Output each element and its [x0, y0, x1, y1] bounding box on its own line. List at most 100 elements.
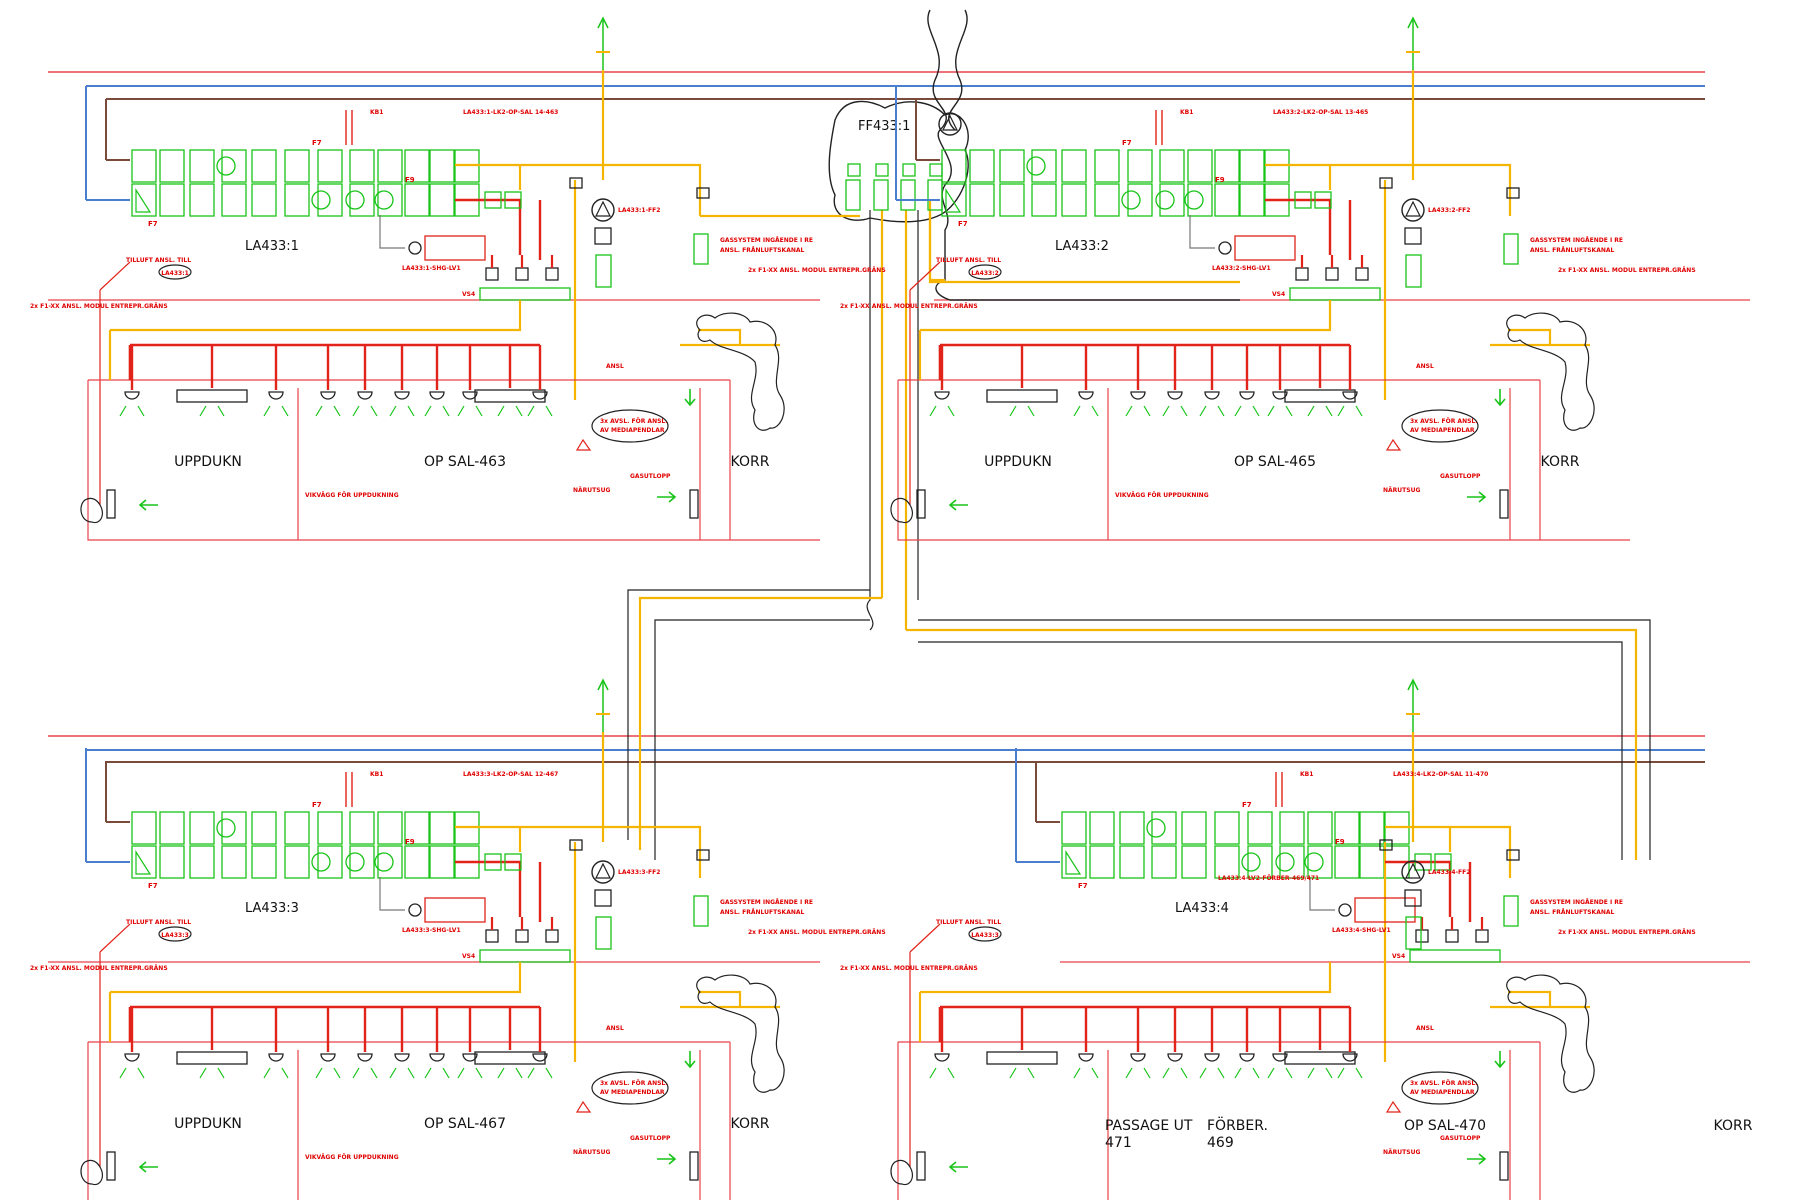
ahu-section [999, 149, 1025, 183]
diffuser-icon [320, 391, 336, 400]
ref-bubble [968, 926, 1002, 942]
fan-icon [1184, 190, 1204, 210]
airflow-arrow-icon [948, 499, 968, 511]
diffuser-airflow-icon [389, 405, 415, 417]
diffuser-airflow-icon [1199, 405, 1225, 417]
diffuser-icon [357, 1053, 373, 1062]
supply-main [1265, 198, 1332, 255]
mediapendel-note-bound: AV MEDIAPENDLAR [1410, 1089, 1475, 1096]
filter-icon [135, 849, 152, 875]
room-walls [87, 379, 820, 541]
ahu-section [1334, 811, 1360, 845]
ahu-section [429, 149, 455, 183]
diffuser-icon [1167, 391, 1183, 400]
gasutlopp-label: GASUTLOPP [1440, 1135, 1481, 1142]
airflow-arrow-icon [684, 1051, 696, 1069]
ahu-section [1214, 183, 1240, 217]
diffuser-icon [1239, 1053, 1255, 1062]
sensor-box [1404, 227, 1422, 245]
drain-cloud [890, 1159, 914, 1186]
diffuser-airflow-icon [929, 405, 955, 417]
room-label: OP SAL-463 [424, 454, 506, 470]
tilluft-note: TILLUFT ANSL. TILL [936, 919, 1001, 926]
airflow-arrow-icon [138, 499, 158, 511]
ahu-section [1187, 183, 1213, 217]
airflow-arrow-icon [1494, 1051, 1506, 1069]
kb-label: KB1 [370, 109, 383, 116]
ahu-section [159, 149, 185, 183]
ahu-section [1151, 811, 1177, 845]
ahu-section [349, 811, 375, 845]
diffuser-icon [320, 1053, 336, 1062]
diffuser-airflow-icon [1307, 1067, 1333, 1079]
gasutlopp-label: GASUTLOPP [630, 1135, 671, 1142]
diffuser-icon [1130, 1053, 1146, 1062]
ahu-section [221, 845, 247, 879]
gas-note-bound: ANSL. FRÅNLUFTSKANAL [1530, 909, 1615, 916]
ahu-section [1279, 811, 1305, 845]
airflow-arrow-icon [1467, 1153, 1487, 1165]
tilluft-ref: LA433:3 [161, 932, 189, 939]
ahu-section [284, 149, 310, 183]
pressure-fan-icon [591, 860, 615, 884]
vav-box [485, 267, 499, 281]
room-label: UPPDUKN [174, 1116, 242, 1132]
room-label: KORR [731, 1116, 770, 1132]
central-fan-label: FF433:1 [858, 119, 910, 134]
ahu-component-row [941, 149, 1290, 217]
ahu-section [1334, 845, 1360, 879]
diffuser-airflow-icon [1307, 405, 1333, 417]
gas-note-bound: ANSL. FRÅNLUFTSKANAL [1530, 247, 1615, 254]
vav-manifold [479, 949, 571, 963]
room-label: OP SAL-465 [1234, 454, 1316, 470]
korr-cloud [696, 974, 785, 1093]
sensor-green-box [1405, 254, 1422, 288]
diffuser-airflow-icon [389, 1067, 415, 1079]
fan-icon [1275, 852, 1295, 872]
diffuser-airflow-icon [315, 1067, 341, 1079]
extract-duct [455, 163, 702, 216]
yellow-dist [108, 962, 522, 1042]
control-line [379, 877, 405, 911]
ahu-section [377, 149, 403, 183]
korr-cloud [696, 312, 785, 431]
ahu-section [1061, 811, 1087, 845]
ahu-section [159, 845, 185, 879]
tilluft-note: TILLUFT ANSL. TILL [126, 257, 191, 264]
room-walls [897, 1041, 1541, 1200]
ahu-section [317, 149, 343, 183]
diffuser-icon [1130, 391, 1146, 400]
damper-box [569, 177, 583, 189]
damper-box [1506, 849, 1520, 861]
left-note: 2x F1-XX ANSL. MODUL ENTREPR.GRÄNS [840, 965, 978, 972]
fx-note: 2x F1-XX ANSL. MODUL ENTREPR.GRÄNS [1558, 267, 1696, 274]
ahu-section [251, 845, 277, 879]
airflow-arrow-icon [684, 389, 696, 407]
ahu-section [1239, 149, 1265, 183]
vav-box [1325, 267, 1339, 281]
f7-label: F7 [312, 139, 322, 147]
drain-cloud [890, 497, 914, 524]
fan-icon [216, 818, 236, 838]
diffuser-airflow-icon [263, 405, 289, 417]
ahu-section [429, 811, 455, 845]
coil-box [1414, 853, 1432, 871]
ahu-section [1119, 845, 1145, 879]
fan-icon [345, 852, 365, 872]
room-label: PASSAGE UT [1105, 1118, 1193, 1134]
shg-tag: LA433:4-SHG-LV1 [1332, 927, 1391, 934]
airflow-arrow-icon [138, 1161, 158, 1173]
ahu-section [969, 183, 995, 217]
diffuser-airflow-icon [119, 1067, 145, 1079]
ahu-section [941, 183, 967, 217]
ahu-section [317, 845, 343, 879]
f7-label: F7 [1122, 139, 1132, 147]
diffuser-airflow-icon [1234, 405, 1260, 417]
diffuser-airflow-icon [315, 405, 341, 417]
room-label: UPPDUKN [984, 454, 1052, 470]
vav-box [1415, 929, 1429, 943]
damper-box [1379, 177, 1393, 189]
ahu-section [1247, 811, 1273, 845]
ahu-section [1181, 845, 1207, 879]
